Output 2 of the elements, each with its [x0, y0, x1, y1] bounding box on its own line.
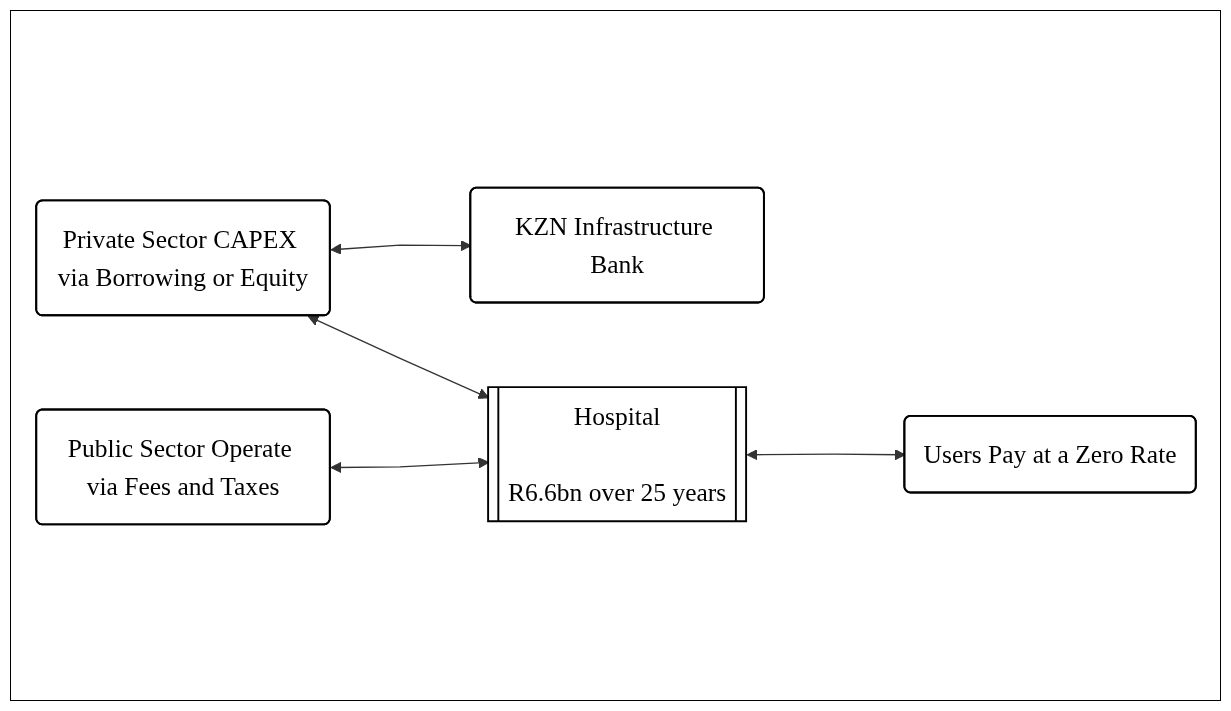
arrow [307, 314, 489, 399]
arrow [330, 456, 489, 473]
